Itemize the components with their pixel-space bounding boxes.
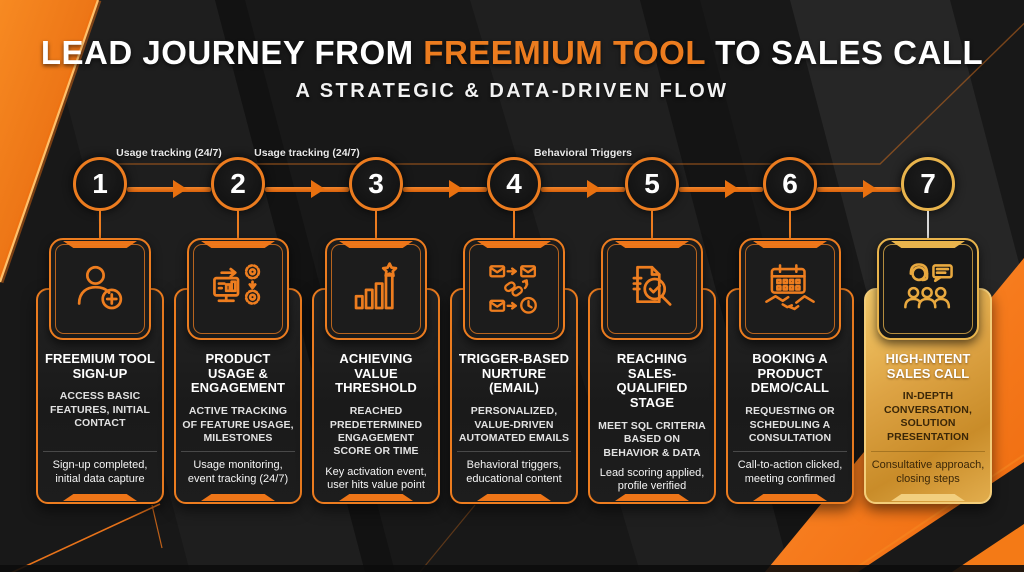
card-bottom-accent	[201, 494, 275, 501]
connector-vline	[651, 211, 653, 238]
card-bottom-accent	[339, 494, 413, 501]
connector-label-4-5: Behavioral Triggers	[533, 147, 633, 159]
email-workflow-icon	[489, 265, 537, 314]
connector-vline	[237, 211, 239, 238]
step-icon-box	[49, 238, 151, 340]
step-title: HIGH-INTENT SALES CALL	[885, 351, 971, 381]
iconbox-top-accent	[615, 241, 689, 248]
step-description: IN-DEPTH CONVERSATION, SOLUTION PRESENTA…	[883, 390, 973, 443]
step-title: ACHIEVING VALUE THRESHOLD	[335, 351, 417, 396]
step-number-badge: 4	[487, 157, 541, 211]
step-description: ACCESS BASIC FEATURES, INITIAL CONTACT	[49, 390, 151, 430]
card-divider	[43, 451, 157, 453]
step-title: TRIGGER-BASED NURTURE (EMAIL)	[458, 351, 570, 396]
page-subtitle: A STRATEGIC & DATA-DRIVEN FLOW	[295, 79, 729, 102]
step-4-trigger-nurture: 4 TRIGGER-BASED NURTURE (EMAIL) PERSONAL…	[445, 157, 583, 504]
step-icon-box	[601, 238, 703, 340]
flow-steps: 1 FREEMIUM TOOL SIGN-UP ACCESS BASIC FEA…	[31, 157, 997, 504]
page-title: LEAD JOURNEY FROM FREEMIUM TOOL TO SALES…	[0, 34, 1024, 71]
step-description: REACHED PREDETERMINED ENGAGEMENT SCORE O…	[329, 405, 423, 458]
step-2-product-usage: 2 PRODUCT USAGE & ENGAGEMENT ACTIVE TRAC…	[169, 157, 307, 504]
step-detail: Key activation event, user hits value po…	[325, 465, 427, 492]
flow-arrow	[265, 180, 349, 198]
step-number-badge: 5	[625, 157, 679, 211]
connector-vline	[927, 211, 929, 238]
iconbox-top-accent	[753, 241, 827, 248]
bar-chart-star-icon	[354, 262, 398, 310]
step-number-badge: 6	[763, 157, 817, 211]
step-detail: Usage monitoring, event tracking (24/7)	[187, 459, 289, 485]
user-add-icon	[77, 265, 123, 310]
iconbox-top-accent	[339, 241, 413, 248]
step-icon-box	[877, 238, 979, 340]
card-divider	[733, 451, 847, 453]
iconbox-top-accent	[477, 241, 551, 248]
step-description: PERSONALIZED, VALUE-DRIVEN AUTOMATED EMA…	[458, 405, 570, 444]
step-icon-box	[739, 238, 841, 340]
step-detail: Sign-up completed, initial data capture	[52, 459, 148, 485]
iconbox-top-accent	[63, 241, 137, 248]
title-prefix: LEAD JOURNEY FROM	[40, 34, 424, 71]
connector-vline	[99, 211, 101, 238]
card-bottom-accent	[891, 494, 965, 501]
flow-arrow	[817, 180, 901, 198]
step-number-badge: 7	[901, 157, 955, 211]
step-description: REQUESTING OR SCHEDULING A CONSULTATION	[745, 405, 835, 444]
card-divider	[181, 451, 295, 453]
step-title: BOOKING A PRODUCT DEMO/CALL	[750, 351, 830, 396]
step-5-sales-qualified: 5 REACHING SALES-QUALIFIED STAGE MEET SQ…	[583, 157, 721, 504]
document-magnifier-check-icon	[632, 265, 672, 306]
step-7-sales-call: 7 HIGH-INTENT SALES CALL IN-DEPTH CONVER…	[859, 157, 997, 504]
card-divider	[457, 451, 571, 453]
monitor-gears-icon	[213, 264, 261, 305]
step-title: REACHING SALES-QUALIFIED STAGE	[616, 351, 688, 411]
card-bottom-accent	[63, 494, 137, 501]
step-number-badge: 1	[73, 157, 127, 211]
step-detail: Behavioral triggers, educational content	[466, 459, 562, 485]
flow-arrow	[403, 180, 487, 198]
calendar-handshake-icon	[765, 264, 815, 311]
step-title: FREEMIUM TOOL SIGN-UP	[44, 351, 156, 381]
connector-vline	[789, 211, 791, 238]
title-highlight: FREEMIUM TOOL	[423, 34, 706, 71]
card-divider	[871, 451, 985, 453]
card-bottom-accent	[753, 494, 827, 501]
step-icon-box	[325, 238, 427, 340]
step-icon-box	[187, 238, 289, 340]
connector-vline	[513, 211, 515, 238]
step-number-badge: 3	[349, 157, 403, 211]
step-detail: Consultative approach, closing steps	[871, 459, 985, 485]
step-icon-box	[463, 238, 565, 340]
step-6-demo-booking: 6 BOOKING A PRODUCT DEMO/CALL REQUESTING…	[721, 157, 859, 504]
flow-arrow	[679, 180, 763, 198]
step-detail: Lead scoring applied, profile verified	[599, 467, 705, 493]
step-title: PRODUCT USAGE & ENGAGEMENT	[190, 351, 286, 396]
iconbox-top-accent	[201, 241, 275, 248]
connector-label-1-2: Usage tracking (24/7)	[116, 147, 222, 159]
flow-arrow	[541, 180, 625, 198]
connector-label-2-3: Usage tracking (24/7)	[254, 147, 360, 159]
step-number-badge: 2	[211, 157, 265, 211]
title-suffix: TO SALES CALL	[705, 34, 984, 71]
card-bottom-accent	[615, 494, 689, 501]
step-3-value-threshold: 3 ACHIEVING VALUE THRESHOLD REACHED PRED…	[307, 157, 445, 504]
header: LEAD JOURNEY FROM FREEMIUM TOOL TO SALES…	[0, 34, 1024, 103]
card-bottom-accent	[477, 494, 551, 501]
connector-vline	[375, 211, 377, 238]
step-1-freemium-signup: 1 FREEMIUM TOOL SIGN-UP ACCESS BASIC FEA…	[31, 157, 169, 504]
iconbox-top-accent	[891, 241, 965, 248]
step-detail: Call-to-action clicked, meeting confirme…	[737, 459, 843, 485]
flow-arrow	[127, 180, 211, 198]
step-description: ACTIVE TRACKING OF FEATURE USAGE, MILEST…	[182, 405, 294, 444]
step-description: MEET SQL CRITERIA BASED ON BEHAVIOR & DA…	[598, 419, 706, 459]
headset-chat-people-icon	[904, 263, 953, 309]
